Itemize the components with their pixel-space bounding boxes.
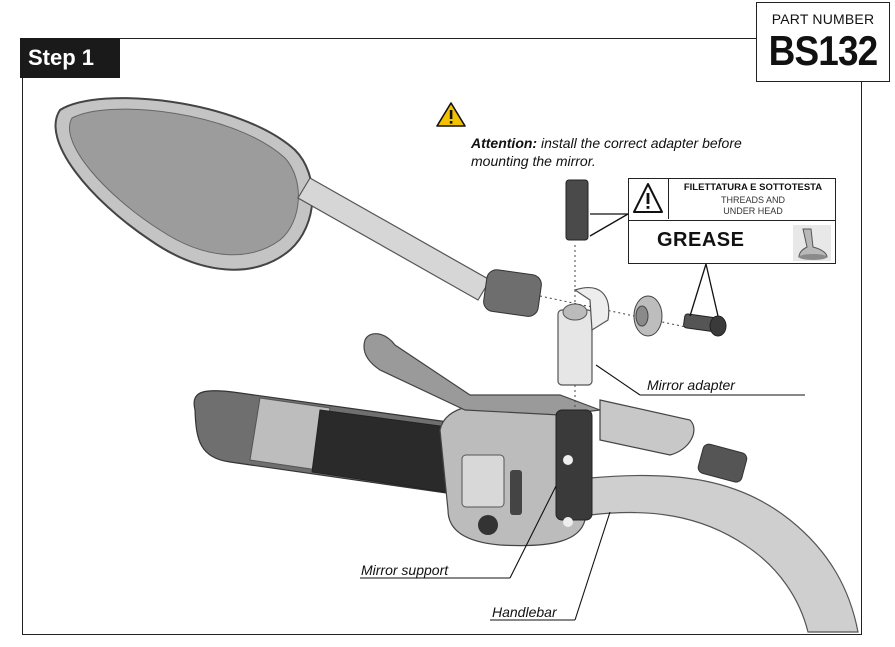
callout-mirror-adapter: Mirror adapter — [647, 377, 735, 393]
grip-illustration — [193, 390, 471, 496]
grease-english-line2: UNDER HEAD — [723, 206, 783, 216]
callout-handlebar: Handlebar — [492, 604, 557, 620]
callout-mirror-support: Mirror support — [361, 562, 449, 578]
handlebar-illustration — [589, 474, 859, 633]
grease-box-header: FILETTATURA E SOTTOTESTA THREADS AND UND… — [629, 179, 835, 221]
instruction-frame — [22, 38, 862, 635]
part-number: BS132 — [768, 27, 878, 74]
grease-italian-text: FILETTATURA E SOTTOTESTA — [683, 182, 823, 193]
mirror-illustration — [54, 97, 542, 317]
attention-lead: Attention: — [471, 135, 538, 151]
threaded-insert-illustration — [565, 179, 589, 241]
mirror-adapter-illustration — [557, 287, 610, 386]
grease-tube-icon — [793, 225, 831, 261]
warning-triangle-icon — [629, 179, 669, 219]
grease-english-text: THREADS AND UNDER HEAD — [671, 195, 835, 217]
grease-instruction-box: FILETTATURA E SOTTOTESTA THREADS AND UND… — [628, 178, 836, 264]
part-number-label: PART NUMBER — [771, 11, 875, 27]
mirror-support-illustration — [555, 409, 593, 527]
assembly-axis-line — [539, 295, 701, 331]
warning-triangle-icon — [436, 102, 466, 127]
grease-label: GREASE — [657, 229, 745, 251]
screw-illustration — [683, 313, 727, 337]
attention-note: Attention: install the correct adapter b… — [471, 134, 771, 170]
step-badge: Step 1 — [20, 38, 120, 78]
part-number-box: PART NUMBER BS132 — [756, 2, 890, 82]
attention-text: install the correct adapter before mount… — [471, 135, 742, 169]
spacer-illustration — [633, 295, 663, 337]
brake-lever-illustration — [363, 333, 748, 483]
grease-english-line1: THREADS AND — [720, 195, 785, 205]
